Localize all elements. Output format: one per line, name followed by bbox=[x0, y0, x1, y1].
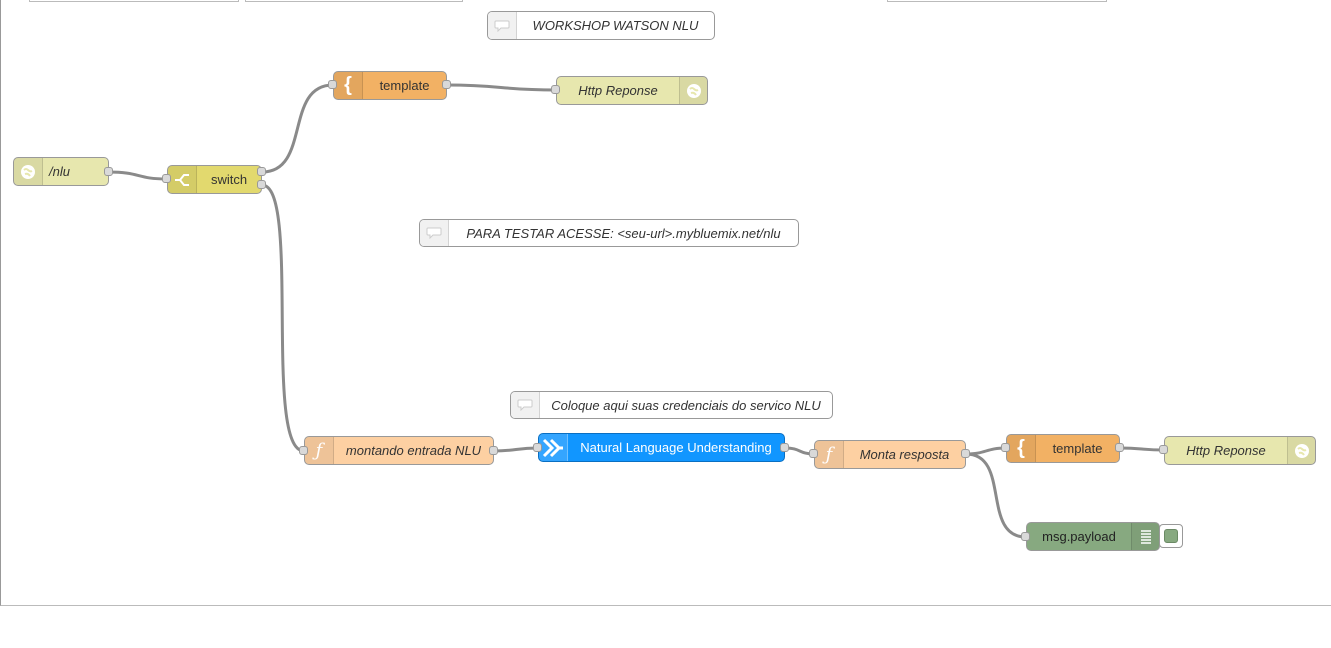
wires-layer bbox=[107, 83, 1165, 539]
wire-function-nlu bbox=[493, 446, 539, 453]
output-port[interactable] bbox=[442, 80, 451, 89]
output-port-1[interactable] bbox=[257, 167, 266, 176]
comment-icon bbox=[420, 220, 449, 246]
http-response-node-top[interactable]: Http Reponse bbox=[556, 76, 708, 105]
tab-divider bbox=[245, 0, 463, 2]
output-port[interactable] bbox=[780, 443, 789, 452]
flow-canvas[interactable]: WORKSHOP WATSON NLU PARA TESTAR ACESSE: … bbox=[0, 0, 1331, 606]
nlu-node[interactable]: Natural Language Understanding bbox=[538, 433, 785, 462]
input-port[interactable] bbox=[328, 80, 337, 89]
tab-divider bbox=[887, 0, 1107, 2]
switch-node[interactable]: switch bbox=[167, 165, 262, 194]
node-label: switch bbox=[210, 172, 248, 187]
comment-icon bbox=[511, 392, 540, 418]
function-icon: ƒ bbox=[815, 441, 844, 468]
output-port[interactable] bbox=[489, 446, 498, 455]
wire-switch-function bbox=[261, 183, 305, 453]
wire-http-switch bbox=[107, 170, 168, 181]
wire-template-response bbox=[446, 83, 557, 92]
node-label: /nlu bbox=[49, 164, 70, 179]
input-port[interactable] bbox=[299, 446, 308, 455]
comment-credenciais[interactable]: Coloque aqui suas credenciais do servico… bbox=[510, 391, 833, 419]
debug-node[interactable]: msg.payload bbox=[1026, 522, 1160, 551]
node-label: Http Reponse bbox=[578, 83, 658, 98]
wire-monta-debug bbox=[965, 452, 1027, 539]
tab-divider bbox=[29, 0, 239, 2]
watson-icon bbox=[539, 434, 568, 461]
input-port[interactable] bbox=[551, 85, 560, 94]
node-label: Natural Language Understanding bbox=[580, 440, 772, 455]
input-port[interactable] bbox=[1001, 443, 1010, 452]
http-response-node-bottom[interactable]: Http Reponse bbox=[1164, 436, 1316, 465]
output-port[interactable] bbox=[104, 167, 113, 176]
input-port[interactable] bbox=[1159, 445, 1168, 454]
input-port[interactable] bbox=[809, 449, 818, 458]
wire-template-response2 bbox=[1119, 446, 1165, 452]
comment-icon bbox=[488, 12, 517, 39]
output-port[interactable] bbox=[961, 449, 970, 458]
comment-testar[interactable]: PARA TESTAR ACESSE: <seu-url>.mybluemix.… bbox=[419, 219, 799, 247]
input-port[interactable] bbox=[1021, 532, 1030, 541]
template-node-bottom[interactable]: { template bbox=[1006, 434, 1120, 463]
node-label: montando entrada NLU bbox=[345, 443, 482, 458]
globe-icon bbox=[14, 158, 43, 185]
template-node-top[interactable]: { template bbox=[333, 71, 447, 100]
comment-label: PARA TESTAR ACESSE: <seu-url>.mybluemix.… bbox=[466, 225, 781, 241]
function-node-response[interactable]: ƒ Monta resposta bbox=[814, 440, 966, 469]
wire-switch-template bbox=[261, 83, 334, 174]
node-label: Monta resposta bbox=[859, 447, 950, 462]
output-port[interactable] bbox=[1115, 443, 1124, 452]
curly-brace-icon: { bbox=[334, 72, 363, 99]
globe-icon bbox=[1287, 437, 1315, 464]
comment-workshop[interactable]: WORKSHOP WATSON NLU bbox=[487, 11, 715, 40]
node-label: Http Reponse bbox=[1186, 443, 1266, 458]
input-port[interactable] bbox=[162, 174, 171, 183]
switch-icon bbox=[168, 166, 197, 193]
node-label: template bbox=[379, 78, 430, 93]
list-icon bbox=[1131, 523, 1159, 550]
function-icon: ƒ bbox=[305, 437, 334, 464]
output-port-2[interactable] bbox=[257, 180, 266, 189]
http-in-node[interactable]: /nlu bbox=[13, 157, 109, 186]
node-label: msg.payload bbox=[1042, 529, 1116, 544]
curly-brace-icon: { bbox=[1007, 435, 1036, 462]
debug-toggle-indicator bbox=[1164, 529, 1178, 543]
function-node-input[interactable]: ƒ montando entrada NLU bbox=[304, 436, 494, 465]
input-port[interactable] bbox=[533, 443, 542, 452]
globe-icon bbox=[679, 77, 707, 104]
comment-label: Coloque aqui suas credenciais do servico… bbox=[551, 397, 821, 413]
node-label: template bbox=[1052, 441, 1103, 456]
debug-toggle-button[interactable] bbox=[1159, 524, 1183, 548]
comment-label: WORKSHOP WATSON NLU bbox=[532, 18, 699, 33]
